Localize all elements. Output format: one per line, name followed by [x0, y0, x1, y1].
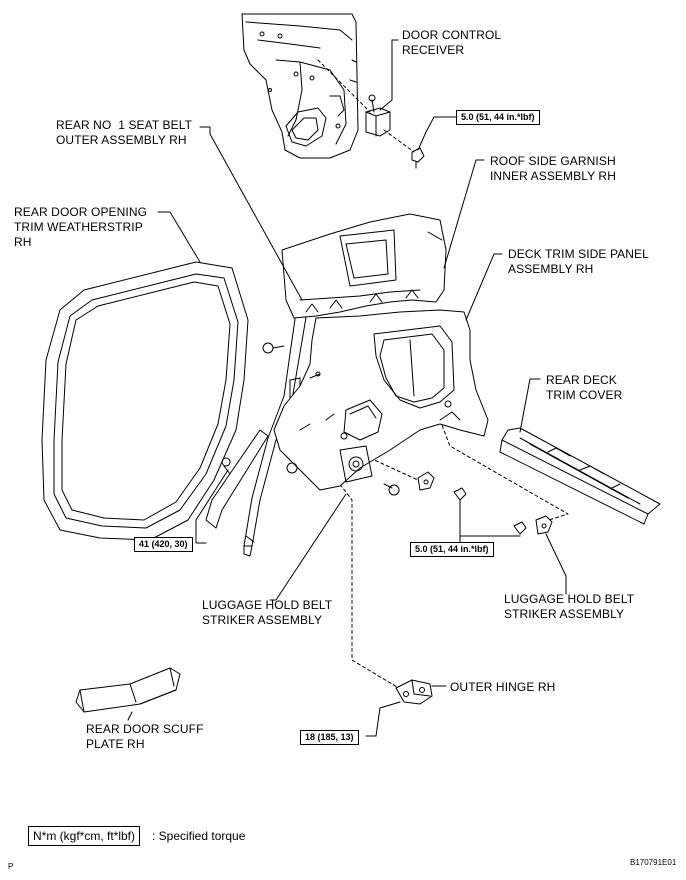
torque-striker: 5.0 (51, 44 in.*lbf)	[410, 542, 494, 557]
outer-hinge-part	[395, 679, 433, 705]
page-letter: P	[8, 862, 14, 871]
torque-hinge: 18 (185, 13)	[300, 730, 359, 745]
rear-deck-trim-cover-part	[499, 427, 661, 525]
roof-side-garnish-part	[281, 213, 447, 319]
torque-receiver: 5.0 (51, 44 in.*lbf)	[456, 110, 540, 125]
label-outer-hinge: OUTER HINGE RH	[450, 680, 556, 694]
label-roof-side-garnish: ROOF SIDE GARNISH INNER ASSEMBLY RH	[490, 154, 616, 183]
label-rear-door-opening-trim: REAR DOOR OPENING TRIM WEATHERSTRIP RH	[14, 205, 148, 249]
label-deck-trim-side-panel: DECK TRIM SIDE PANEL ASSEMBLY RH	[508, 247, 649, 276]
door-control-receiver-part	[365, 94, 425, 169]
deck-trim-side-panel-part	[273, 309, 489, 491]
legend-torque-units: N*m (kgf*cm, ft*lbf)	[28, 826, 141, 846]
body-panel-top	[241, 13, 359, 159]
fasteners	[262, 342, 553, 535]
label-luggage-hold-belt-left: LUGGAGE HOLD BELT STRIKER ASSEMBLY	[202, 598, 333, 627]
label-luggage-hold-belt-right: LUGGAGE HOLD BELT STRIKER ASSEMBLY	[504, 592, 635, 621]
legend-description: : Specified torque	[152, 829, 246, 843]
rear-door-scuff-plate-part	[75, 667, 181, 713]
label-rear-no1-seat-belt: REAR NO 1 SEAT BELT OUTER ASSEMBLY RH	[56, 118, 193, 147]
label-door-control-receiver: DOOR CONTROL RECEIVER	[402, 28, 502, 57]
label-rear-door-scuff-plate: REAR DOOR SCUFF PLATE RH	[86, 722, 204, 751]
label-rear-deck-trim-cover: REAR DECK TRIM COVER	[546, 373, 623, 402]
figure-code: B170791E01	[630, 858, 677, 867]
weatherstrip-part	[41, 261, 249, 541]
leader-lines	[127, 39, 567, 737]
torque-seat-belt: 41 (420, 30)	[134, 537, 193, 552]
